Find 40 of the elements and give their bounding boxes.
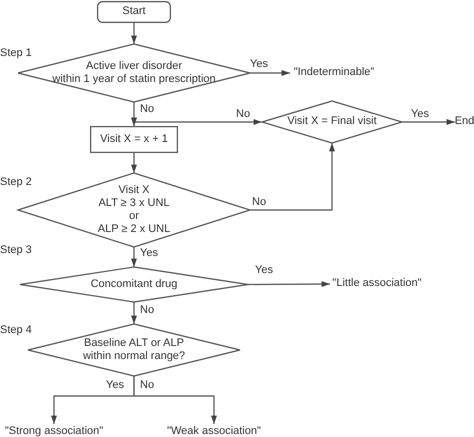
edge-label: Yes	[250, 58, 268, 70]
edge-label: Yes	[140, 247, 158, 260]
node-text: or	[129, 210, 139, 224]
arrow	[131, 153, 137, 173]
step-label: Step 2	[0, 176, 32, 188]
edge-label: No	[140, 103, 154, 116]
arrow	[131, 23, 137, 44]
outcome-text: "Indeterminable"	[294, 66, 374, 80]
outcome-text: End	[454, 115, 474, 129]
node-text: Concomitant drug	[90, 278, 178, 292]
outcome-text: "Weak association"	[167, 425, 261, 437]
edge-label: Yes	[106, 379, 124, 392]
outcome-text: "Strong association"	[4, 425, 104, 437]
node-text: Active liver disorder	[86, 60, 182, 73]
node-text: Visit X = x + 1	[100, 132, 168, 146]
step-label: Step 3	[0, 244, 32, 256]
step-label: Step 4	[0, 324, 32, 336]
edge-label: No	[236, 108, 250, 120]
outcome-text: "Little association"	[332, 277, 422, 291]
arrow	[131, 302, 137, 324]
node-text: Start	[122, 5, 146, 19]
node-text: Visit X = Final visit	[287, 115, 377, 129]
edge-label: No	[252, 196, 266, 208]
arrow	[133, 376, 217, 424]
arrow	[131, 247, 137, 267]
node-text: ALT ≥ 3 x UNL	[98, 196, 170, 210]
edge-label: Yes	[411, 108, 429, 120]
edge-label: No	[140, 304, 154, 316]
node-text: within 1 year of statin prescription	[52, 73, 216, 86]
node-text: ALP ≥ 2 x UNL	[98, 223, 170, 236]
step-label: Step 1	[0, 47, 32, 60]
node-text: Baseline ALT or ALP within normal range?	[82, 336, 186, 364]
edge-label: No	[140, 379, 154, 392]
edge-label: Yes	[255, 264, 273, 276]
arrow	[250, 143, 335, 211]
arrow	[248, 281, 330, 287]
arrow	[131, 118, 262, 126]
arrow	[250, 70, 290, 76]
node-text: Visit X	[118, 184, 150, 197]
arrow	[402, 119, 455, 125]
